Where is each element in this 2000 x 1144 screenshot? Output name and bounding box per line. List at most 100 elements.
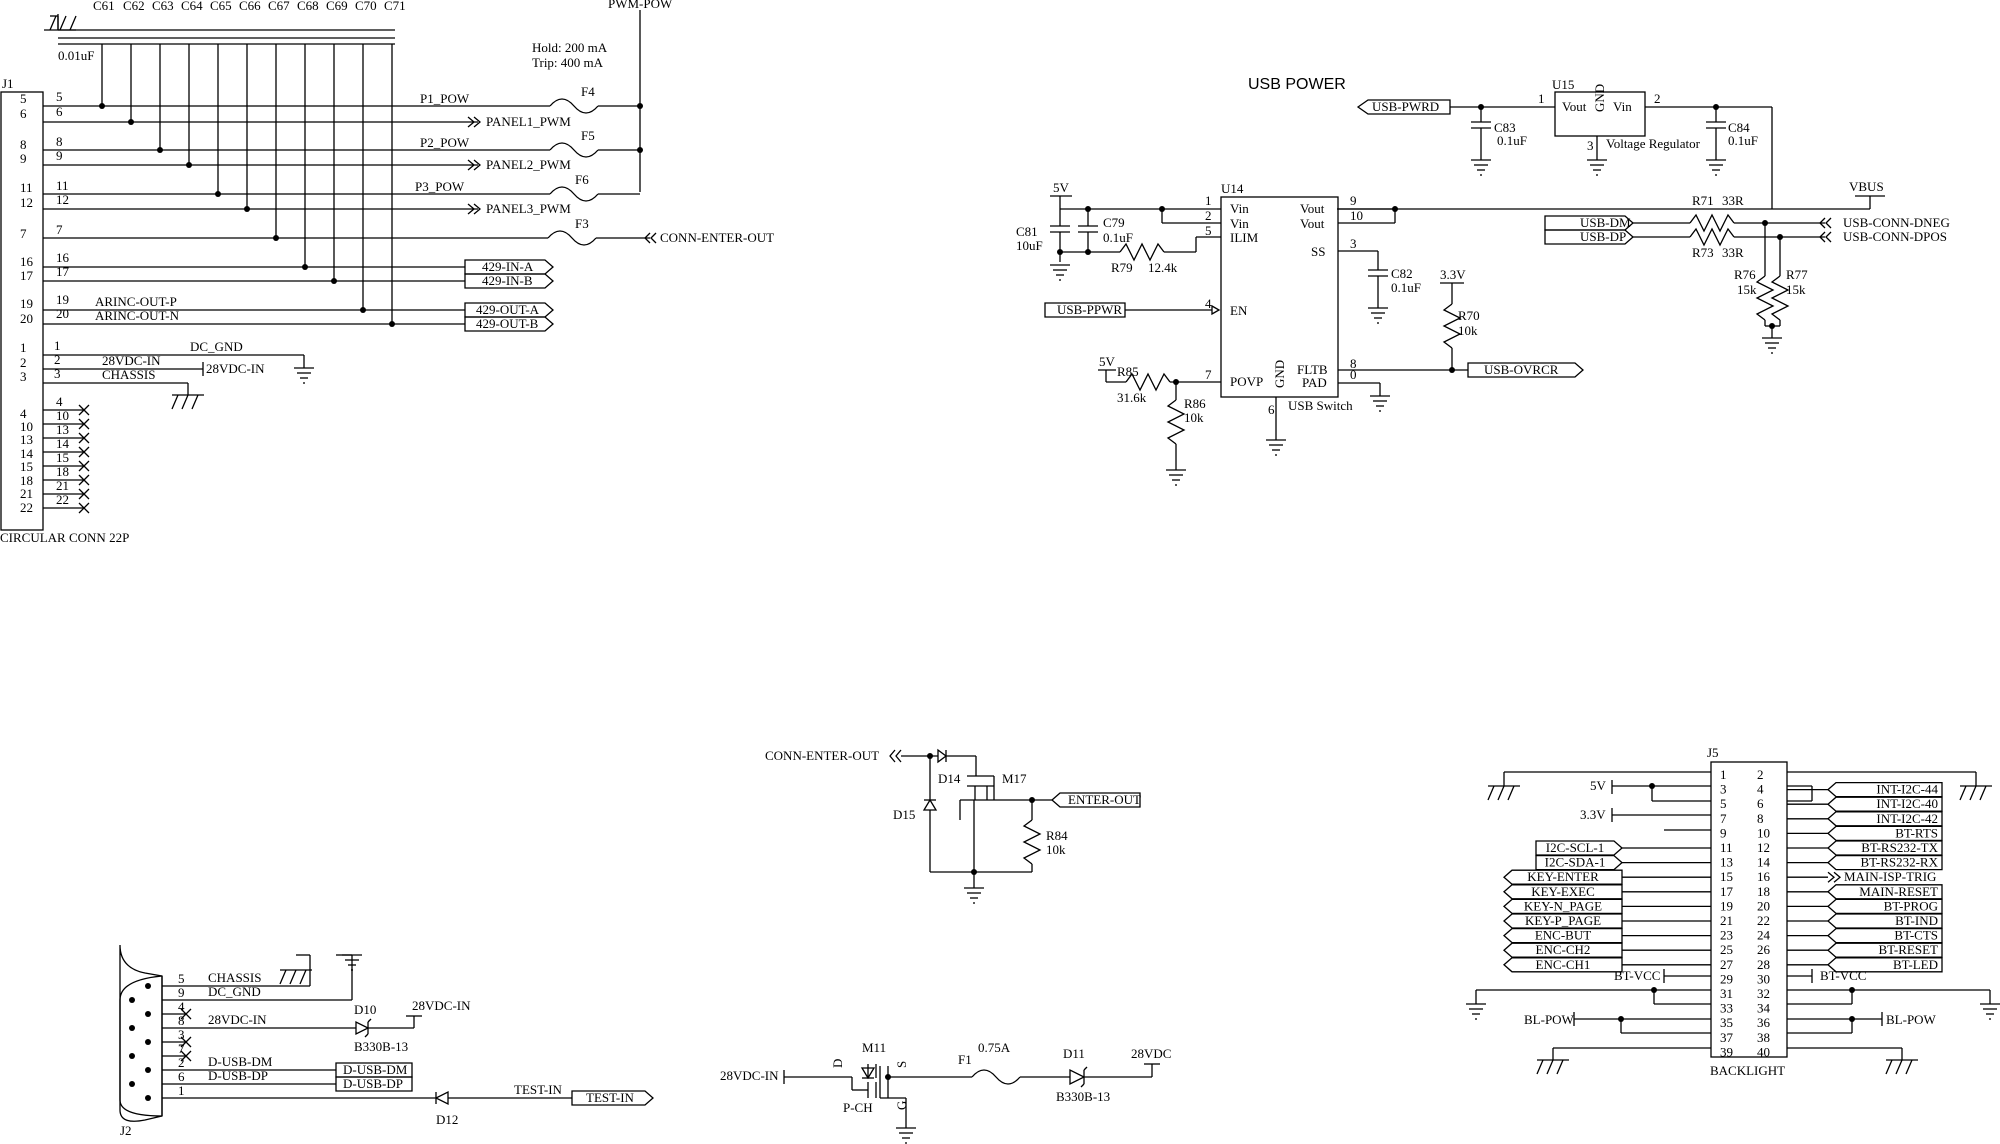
- j1-section: J1 CIRCULAR CONN 22P 0.01uF C61 C62 C63 …: [0, 0, 774, 545]
- j5-pin-number: 39: [1720, 1044, 1733, 1059]
- r76-val: 15k: [1737, 282, 1757, 297]
- j5-blpow-r: BL-POW: [1886, 1012, 1937, 1027]
- r79-ref: R79: [1111, 260, 1133, 275]
- svg-text:USB Switch: USB Switch: [1288, 398, 1353, 413]
- svg-text:ENC-CH1: ENC-CH1: [1536, 957, 1591, 972]
- svg-text:6: 6: [20, 106, 27, 121]
- svg-text:10: 10: [1350, 208, 1363, 223]
- j5-pin-number: 15: [1720, 869, 1733, 884]
- port-429-in-b: 429-IN-B: [464, 273, 554, 289]
- j5-port-int-i2c-42: INT-I2C-42: [1827, 811, 1943, 827]
- j5-port-enc-ch2: ENC-CH2: [1503, 942, 1623, 958]
- r79-val: 12.4k: [1148, 260, 1178, 275]
- svg-text:429-OUT-B: 429-OUT-B: [476, 316, 539, 331]
- j5-left-ports: I2C-SCL-1I2C-SDA-1KEY-ENTERKEY-EXECKEY-N…: [1503, 840, 1711, 973]
- c83-ref: C83: [1494, 120, 1516, 135]
- svg-text:MAIN-ISP-TRIG: MAIN-ISP-TRIG: [1844, 869, 1936, 884]
- svg-text:TEST-IN: TEST-IN: [586, 1090, 635, 1105]
- j5-pin-number: 11: [1720, 840, 1733, 855]
- svg-text:BT-LED: BT-LED: [1893, 957, 1938, 972]
- r85-val: 31.6k: [1117, 390, 1147, 405]
- svg-text:21: 21: [20, 486, 33, 501]
- j5-right-ports: INT-I2C-44INT-I2C-40INT-I2C-42BT-RTSBT-R…: [1787, 782, 1943, 973]
- d12-label: D12: [436, 1112, 458, 1127]
- j5-ref: J5: [1707, 745, 1719, 760]
- svg-text:11: 11: [20, 180, 33, 195]
- svg-text:4: 4: [178, 999, 185, 1014]
- svg-text:21: 21: [56, 478, 69, 493]
- v5b-label: 5V: [1099, 354, 1116, 369]
- svg-text:5: 5: [1205, 223, 1212, 238]
- j5-pin-number: 26: [1757, 942, 1771, 957]
- m11-out: 28VDC: [1131, 1046, 1171, 1061]
- f1-val: 0.75A: [978, 1040, 1011, 1055]
- v33-label: 3.3V: [1440, 267, 1466, 282]
- svg-text:USB-DP: USB-DP: [1580, 229, 1626, 244]
- d10-part: B330B-13: [354, 1039, 408, 1054]
- m11-in: 28VDC-IN: [720, 1068, 779, 1083]
- j5-pin-number: 12: [1757, 840, 1770, 855]
- svg-text:F4: F4: [581, 84, 595, 99]
- j5-pin-number: 3: [1720, 782, 1727, 797]
- svg-text:U14: U14: [1221, 181, 1244, 196]
- j5-port-bt-ind: BT-IND: [1827, 913, 1943, 929]
- svg-text:Vout: Vout: [1300, 201, 1325, 216]
- net-p1: P1_POW: [420, 91, 470, 106]
- usb-power-title: USB POWER: [1248, 76, 1346, 93]
- svg-text:BT-PROG: BT-PROG: [1884, 898, 1938, 913]
- cap-label: C71: [384, 0, 406, 13]
- net-usb-conn-dpos: USB-CONN-DPOS: [1843, 229, 1947, 244]
- c79-ref: C79: [1103, 215, 1125, 230]
- cap-value: 0.01uF: [58, 48, 94, 63]
- svg-text:Vin: Vin: [1230, 201, 1249, 216]
- j5-pin-number: 32: [1757, 986, 1770, 1001]
- svg-text:FLTB: FLTB: [1297, 362, 1328, 377]
- d15-label: D15: [893, 807, 915, 822]
- j5-pin-number: 14: [1757, 855, 1771, 870]
- j5-pin-number: 29: [1720, 971, 1733, 986]
- svg-text:20: 20: [20, 311, 33, 326]
- j5-port-key-p_page: KEY-P_PAGE: [1503, 913, 1623, 929]
- svg-text:Vin: Vin: [1613, 99, 1632, 114]
- r77-val: 15k: [1786, 282, 1806, 297]
- f1-ref: F1: [958, 1052, 972, 1067]
- r86-val: 10k: [1184, 410, 1204, 425]
- j2-dm: D-USB-DM: [208, 1054, 273, 1069]
- port-usb-dm: USB-DM: [1544, 215, 1634, 231]
- svg-text:6: 6: [178, 1069, 185, 1084]
- m11-d: D: [830, 1059, 845, 1068]
- r85-ref: R85: [1117, 364, 1139, 379]
- j5-name: BACKLIGHT: [1710, 1063, 1785, 1078]
- port-d-usb-dm: D-USB-DM: [335, 1062, 413, 1078]
- j5-pin-number: 16: [1757, 869, 1771, 884]
- c83-val: 0.1uF: [1497, 133, 1527, 148]
- svg-text:KEY-EXEC: KEY-EXEC: [1531, 884, 1595, 899]
- vdc-in-label: 28VDC-IN: [206, 361, 265, 376]
- j5-pin-number: 30: [1757, 971, 1770, 986]
- svg-text:EN: EN: [1230, 303, 1248, 318]
- j5-pin-number: 13: [1720, 855, 1733, 870]
- port-d-usb-dp: D-USB-DP: [335, 1076, 413, 1092]
- svg-text:INT-I2C-44: INT-I2C-44: [1876, 782, 1938, 797]
- svg-text:BT-RTS: BT-RTS: [1895, 825, 1938, 840]
- svg-text:6: 6: [56, 104, 63, 119]
- net-arinc-p: ARINC-OUT-P: [95, 294, 177, 309]
- port-enter-out: ENTER-OUT: [1051, 792, 1141, 808]
- j5-port-key-exec: KEY-EXEC: [1503, 884, 1623, 900]
- svg-text:I2C-SDA-1: I2C-SDA-1: [1545, 855, 1606, 870]
- j1-name: CIRCULAR CONN 22P: [0, 530, 129, 545]
- net-panel3: PANEL3_PWM: [486, 201, 571, 216]
- net-panel2: PANEL2_PWM: [486, 157, 571, 172]
- svg-text:5: 5: [178, 971, 185, 986]
- svg-text:4: 4: [56, 394, 63, 409]
- j5-pin-number: 7: [1720, 811, 1727, 826]
- fuse-trip: Trip: 400 mA: [532, 55, 604, 70]
- cap-label: C70: [355, 0, 377, 13]
- svg-text:8: 8: [20, 137, 27, 152]
- svg-text:USB-OVRCR: USB-OVRCR: [1484, 362, 1559, 377]
- svg-text:GND: GND: [1272, 360, 1287, 388]
- svg-text:INT-I2C-42: INT-I2C-42: [1876, 811, 1938, 826]
- svg-text:POVP: POVP: [1230, 374, 1263, 389]
